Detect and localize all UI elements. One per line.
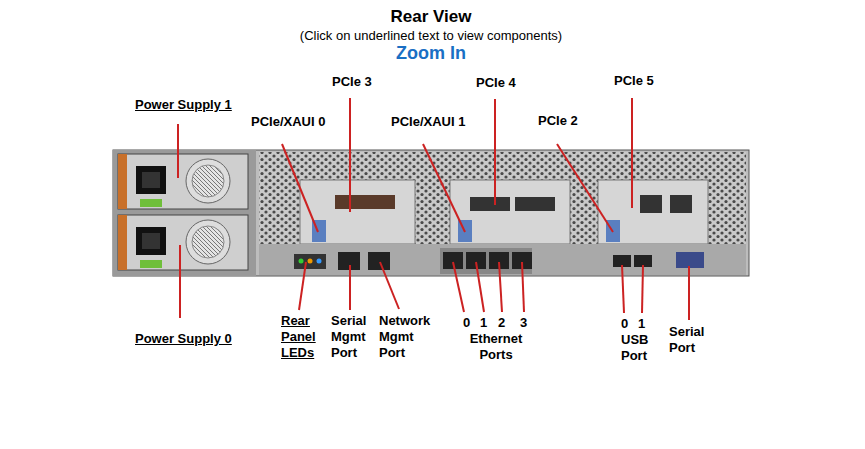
leader-line <box>642 265 643 313</box>
leader-line <box>688 266 690 320</box>
leader-line <box>179 245 181 318</box>
psu-fan-grill <box>192 165 224 197</box>
power-socket-inner <box>142 172 160 188</box>
leader-line <box>622 265 624 313</box>
led-block <box>294 254 326 269</box>
psu-tab <box>118 215 127 270</box>
leader-lines <box>178 98 689 320</box>
led <box>317 259 322 264</box>
leader-line <box>177 124 179 178</box>
card-rj45 <box>670 195 692 213</box>
zoom-link: Zoom In <box>396 43 466 64</box>
leader-line <box>453 262 464 312</box>
leader-line <box>349 265 351 310</box>
part-label: USB Port <box>621 332 648 364</box>
card-connector <box>515 197 555 211</box>
psu-fan <box>186 159 230 203</box>
page-title: Rear View <box>391 7 472 27</box>
network-mgmt-port <box>368 252 390 270</box>
psu-latch <box>140 260 162 268</box>
leader-line <box>380 262 399 309</box>
leader-line <box>522 262 524 312</box>
power-supply <box>118 154 248 209</box>
card-rj45 <box>640 195 662 213</box>
leader-line <box>499 262 502 312</box>
power-supply <box>118 215 248 270</box>
pcie-bracket <box>450 180 570 244</box>
vent-grill <box>259 152 746 244</box>
leader-line <box>494 99 496 205</box>
psu-latch <box>140 199 162 207</box>
leader-line <box>476 262 484 312</box>
leader-line <box>349 98 351 212</box>
chassis <box>113 150 749 276</box>
led <box>299 259 304 264</box>
slot-label: PCIe/XAUI 1 <box>391 114 465 130</box>
leader-line <box>423 144 465 232</box>
led <box>308 259 313 264</box>
psu-tab <box>118 154 127 209</box>
port-number: 1 <box>480 315 487 331</box>
port-number: 1 <box>638 316 645 332</box>
port-number: 0 <box>463 315 470 331</box>
slot-label: PCIe 5 <box>614 73 654 89</box>
power-socket-inner <box>142 233 160 249</box>
card-connector <box>470 197 510 211</box>
part-label: Network Mgmt Port <box>379 313 430 361</box>
pcie-bracket <box>598 180 708 244</box>
psu-fan <box>186 220 230 264</box>
part-label: Serial Port <box>669 324 704 356</box>
port-number: 2 <box>498 315 505 331</box>
slot-label: PCIe 3 <box>332 74 372 90</box>
slot-label: PCIe 4 <box>476 75 516 91</box>
leader-line <box>299 262 306 310</box>
part-label: Rear Panel LEDs <box>281 313 316 361</box>
leader-line <box>557 144 613 232</box>
port-number: 3 <box>520 315 527 331</box>
power-socket <box>136 227 166 255</box>
leader-line <box>282 144 318 232</box>
power-socket <box>136 166 166 194</box>
io-strip <box>259 244 746 275</box>
pcie-bracket <box>300 180 415 244</box>
serial-port <box>676 252 704 268</box>
part-label: Ethernet Ports <box>470 331 523 363</box>
part-label: Power Supply 1 <box>135 97 232 113</box>
psu-bay <box>113 150 256 276</box>
part-label: Serial Mgmt Port <box>331 313 366 361</box>
leader-line <box>631 98 633 208</box>
slot-label: PCIe 2 <box>538 113 578 129</box>
instruction-note: (Click on underlined text to view compon… <box>300 28 562 44</box>
card-connector <box>335 195 395 209</box>
psu-fan-grill <box>192 226 224 258</box>
slot-label: PCIe/XAUI 0 <box>251 114 325 130</box>
part-label: Power Supply 0 <box>135 331 232 347</box>
port-number: 0 <box>621 316 628 332</box>
